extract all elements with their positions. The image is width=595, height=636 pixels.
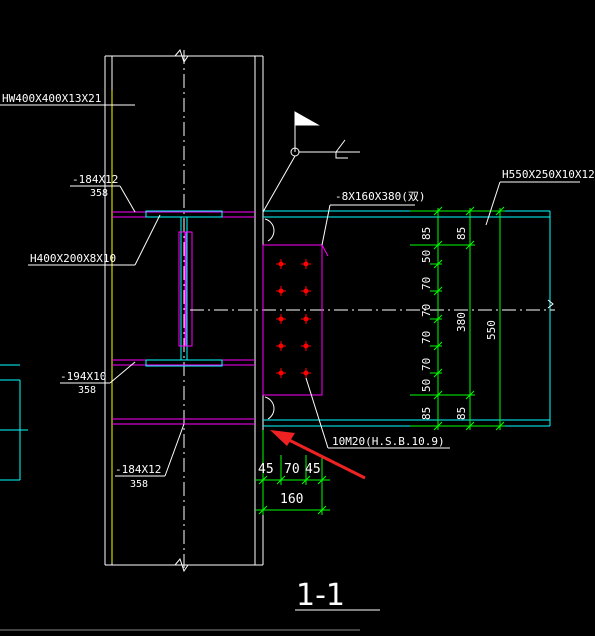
beam-break — [547, 299, 554, 309]
break-mark-top — [174, 48, 189, 64]
bolt — [276, 286, 286, 296]
break-mark-bottom — [174, 557, 189, 573]
dim-h-total: 160 — [280, 492, 303, 507]
stiffener-top-length: 358 — [90, 188, 108, 199]
bolt — [276, 368, 286, 378]
bolt — [276, 341, 286, 351]
stiffener-top-label: -184X12 — [72, 173, 118, 186]
stiffener-bottom-length: 358 — [130, 479, 148, 490]
splice-plate-edge — [321, 244, 329, 257]
dim-v-inner-4: 70 — [420, 304, 433, 317]
bolt — [276, 259, 286, 269]
stub-beam-section — [145, 210, 223, 367]
leader-lines — [0, 104, 580, 477]
bolt — [276, 314, 286, 324]
column-label: HW400X400X13X21 — [2, 92, 101, 105]
red-arrow — [270, 430, 366, 480]
dimension-lines — [255, 206, 505, 515]
stiffener-bottom-label: -184X12 — [115, 463, 161, 476]
dim-v-mid-1: 85 — [455, 227, 468, 240]
bolt — [301, 368, 311, 378]
dim-h-2: 70 — [284, 462, 300, 477]
splice-plate-label: -8X160X380(双) — [335, 190, 425, 203]
bolt-group — [276, 259, 311, 378]
dim-h-1: 45 — [258, 462, 274, 477]
bolt — [301, 259, 311, 269]
dim-v-mid-2: 380 — [455, 312, 468, 332]
weld-symbol — [262, 111, 360, 213]
dim-v-inner-7: 50 — [420, 379, 433, 392]
bolt — [301, 286, 311, 296]
dim-v-outer-1: 550 — [485, 320, 498, 340]
bolt — [301, 314, 311, 324]
dim-v-mid-3: 85 — [455, 407, 468, 420]
beam-label: H550X250X10X12 — [502, 168, 595, 181]
stiffener-mid-length: 358 — [78, 385, 96, 396]
dim-v-inner-8: 85 — [420, 407, 433, 420]
section-title: 1-1 — [296, 578, 345, 613]
beam-weld — [264, 218, 275, 420]
dim-v-inner-1: 85 — [420, 227, 433, 240]
dim-v-inner-2: 50 — [420, 250, 433, 263]
dim-h-3: 45 — [305, 462, 321, 477]
bolts-label: 10M20(H.S.B.10.9) — [332, 435, 445, 448]
stub-beam-label: H400X200X8X10 — [30, 252, 116, 265]
stiffener-mid-label: -194X10 — [60, 370, 106, 383]
dim-v-inner-6: 70 — [420, 358, 433, 371]
adjacent-detail-edge — [0, 364, 28, 481]
web-plate — [178, 231, 193, 347]
dim-v-inner-5: 70 — [420, 331, 433, 344]
dim-v-inner-3: 70 — [420, 277, 433, 290]
splice-plate — [262, 244, 323, 396]
bolt — [301, 341, 311, 351]
